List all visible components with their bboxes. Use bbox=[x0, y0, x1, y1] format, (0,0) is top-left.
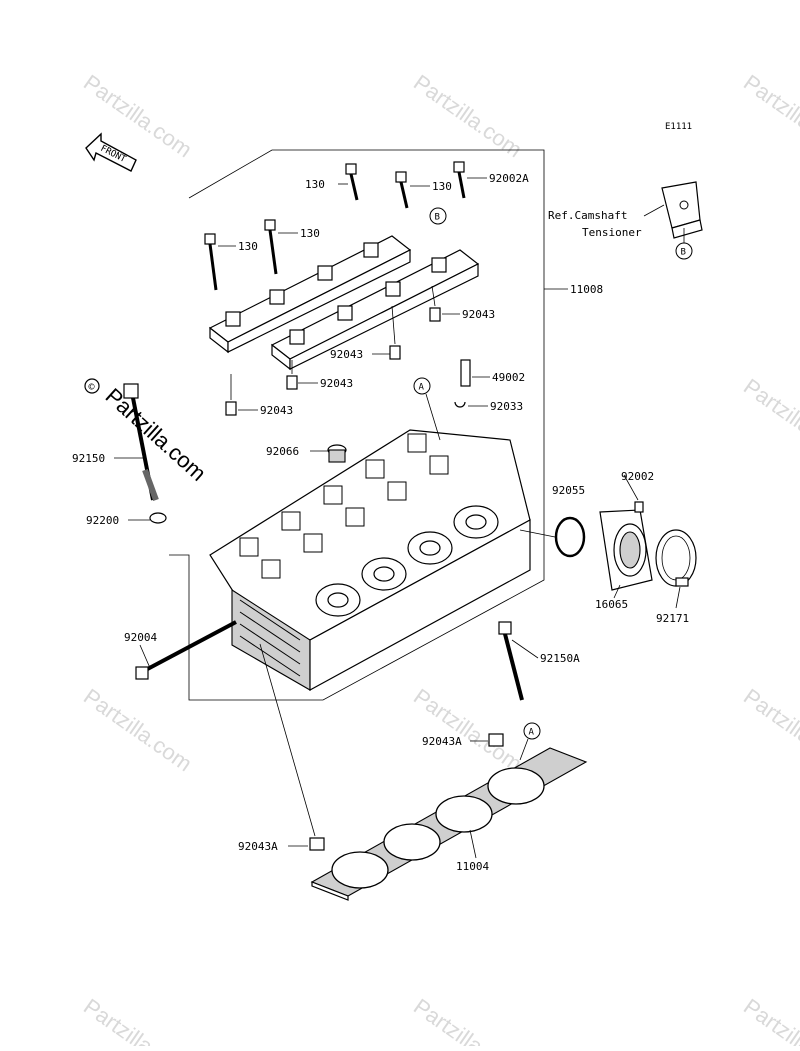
dowel-pin-icon bbox=[225, 401, 237, 416]
cylinder-head-illustration bbox=[209, 429, 531, 692]
part-label-92066: 92066 bbox=[266, 445, 299, 458]
bolt-130-icon bbox=[264, 219, 278, 275]
leader-lines bbox=[114, 177, 681, 859]
callout-b-marker: B bbox=[675, 228, 693, 260]
copyright-symbol: © bbox=[89, 382, 96, 393]
part-label-92043: 92043 bbox=[462, 308, 495, 321]
part-label-92043A: 92043A bbox=[422, 735, 462, 748]
stud-92150-icon bbox=[123, 383, 159, 502]
watermark-text: Partzilla.com bbox=[79, 684, 196, 777]
part-label-92171: 92171 bbox=[656, 612, 689, 625]
screw-92002-icon bbox=[634, 501, 644, 513]
watermark-text: Partzilla.com bbox=[79, 994, 196, 1046]
part-label-92150: 92150 bbox=[72, 452, 105, 465]
svg-text:B: B bbox=[681, 248, 686, 258]
plug-49002-icon bbox=[460, 359, 471, 387]
svg-text:B: B bbox=[435, 213, 440, 223]
svg-text:A: A bbox=[419, 383, 425, 393]
watermark-text: Partzilla.com bbox=[739, 684, 800, 777]
part-label-11008: 11008 bbox=[570, 283, 603, 296]
bolt-130-icon bbox=[204, 233, 218, 291]
dowel-pin-icon bbox=[286, 375, 298, 390]
part-label-130: 130 bbox=[238, 240, 258, 253]
part-label-92150A: 92150A bbox=[540, 652, 580, 665]
dowel-pin-icon bbox=[389, 345, 401, 360]
part-label-92043: 92043 bbox=[260, 404, 293, 417]
reference-line2: Tensioner bbox=[582, 226, 642, 239]
part-label-92200: 92200 bbox=[86, 514, 119, 527]
front-arrow-icon: FRONT bbox=[85, 132, 137, 172]
stud-92150A-icon bbox=[498, 621, 524, 701]
callout-a-marker: A bbox=[519, 722, 541, 761]
camshaft-cap-rear bbox=[208, 235, 412, 354]
bolt-130-icon bbox=[345, 163, 359, 201]
watermark-text: Partzilla.com bbox=[739, 374, 800, 467]
dowel-92043A-icon bbox=[488, 733, 504, 747]
bolt-92002A-icon bbox=[453, 161, 466, 199]
o-ring-92055-icon bbox=[554, 516, 586, 558]
part-label-92055: 92055 bbox=[552, 484, 585, 497]
reference-line1: Ref.Camshaft bbox=[548, 209, 627, 222]
part-label-92004: 92004 bbox=[124, 631, 157, 644]
assembly-bracket bbox=[169, 149, 545, 701]
watermark-text-dark: Partzilla.com bbox=[101, 383, 211, 486]
copyright-icon bbox=[84, 378, 100, 394]
part-label-16065: 16065 bbox=[595, 598, 628, 611]
watermark-text: Partzilla.com bbox=[409, 70, 526, 163]
clip-92033-icon bbox=[454, 401, 466, 408]
part-label-130: 130 bbox=[305, 178, 325, 191]
part-label-92043: 92043 bbox=[330, 348, 363, 361]
callout-a-marker: A bbox=[413, 377, 441, 441]
part-label-92043: 92043 bbox=[320, 377, 353, 390]
watermark-text: Partzilla.com bbox=[739, 994, 800, 1046]
part-label-130: 130 bbox=[300, 227, 320, 240]
callout-b-marker: B bbox=[429, 207, 447, 225]
watermark-text: Partzilla.com bbox=[739, 70, 800, 163]
part-label-92043A: 92043A bbox=[238, 840, 278, 853]
bolt-130-icon bbox=[395, 171, 409, 209]
watermark-text: Partzilla.com bbox=[409, 684, 526, 777]
watermark-text: Partzilla.com bbox=[409, 994, 526, 1046]
head-gasket-illustration bbox=[310, 747, 588, 901]
part-label-11004: 11004 bbox=[456, 860, 489, 873]
part-label-130: 130 bbox=[432, 180, 452, 193]
washer-92200-icon bbox=[149, 512, 167, 524]
stud-92004-icon bbox=[135, 620, 237, 680]
diagram-code: E1111 bbox=[665, 122, 692, 132]
oil-jet-icon bbox=[327, 444, 347, 463]
part-label-49002: 49002 bbox=[492, 371, 525, 384]
dowel-92043A-icon bbox=[309, 837, 325, 851]
part-label-92033: 92033 bbox=[490, 400, 523, 413]
svg-text:A: A bbox=[529, 728, 535, 738]
part-label-92002A: 92002A bbox=[489, 172, 529, 185]
clamp-92171-icon bbox=[655, 529, 697, 587]
tensioner-bracket-icon bbox=[661, 181, 703, 239]
dowel-pin-icon bbox=[429, 307, 441, 322]
camshaft-cap-front bbox=[270, 249, 480, 371]
part-label-92002: 92002 bbox=[621, 470, 654, 483]
holder-16065-icon bbox=[599, 509, 653, 591]
